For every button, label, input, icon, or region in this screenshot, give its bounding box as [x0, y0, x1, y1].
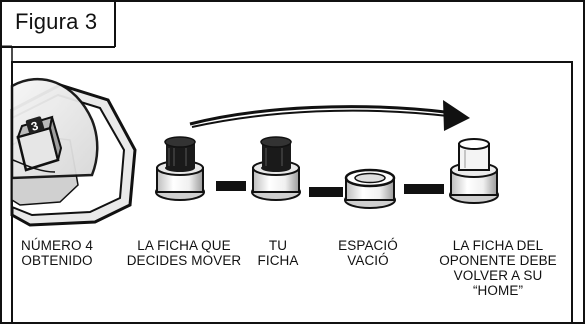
caption-line: FICHA [257, 253, 299, 268]
caption-line: OBTENIDO [21, 253, 93, 268]
peg-opponent [449, 138, 499, 204]
caption-line: LA FICHA QUE [137, 238, 231, 253]
peg-yours [251, 136, 301, 201]
caption-line: DECIDES MOVER [126, 253, 242, 268]
caption-line: “HOME” [472, 283, 524, 298]
caption-line: VOLVER A SU [453, 268, 543, 283]
dice-popper: 3 [10, 77, 137, 227]
caption-move: LA FICHA QUE DECIDES MOVER [126, 238, 242, 268]
move-arrow-icon [189, 100, 470, 131]
peg-move [155, 136, 205, 201]
track-slot [309, 187, 343, 197]
figure-title: Figura 3 [15, 9, 98, 34]
track-slot [404, 184, 444, 194]
caption-opponent: LA FICHA DEL OPONENTE DEBE VOLVER A SU “… [436, 238, 560, 298]
caption-yours: TU FICHA [252, 238, 304, 268]
empty-space [344, 168, 396, 209]
caption-line: NÚMERO 4 [20, 238, 94, 253]
caption-empty: ESPACIÓ VACIÓ [330, 238, 406, 268]
caption-line: LA FICHA DEL [452, 238, 544, 253]
caption-line: VACIÓ [347, 253, 389, 268]
caption-dice: NÚMERO 4 OBTENIDO [14, 238, 100, 268]
caption-line: TU [268, 238, 288, 253]
caption-line: OPONENTE DEBE [439, 253, 557, 268]
caption-line: ESPACIÓ [338, 238, 398, 253]
track-slot [216, 181, 246, 191]
die-face-number: 3 [29, 118, 40, 133]
